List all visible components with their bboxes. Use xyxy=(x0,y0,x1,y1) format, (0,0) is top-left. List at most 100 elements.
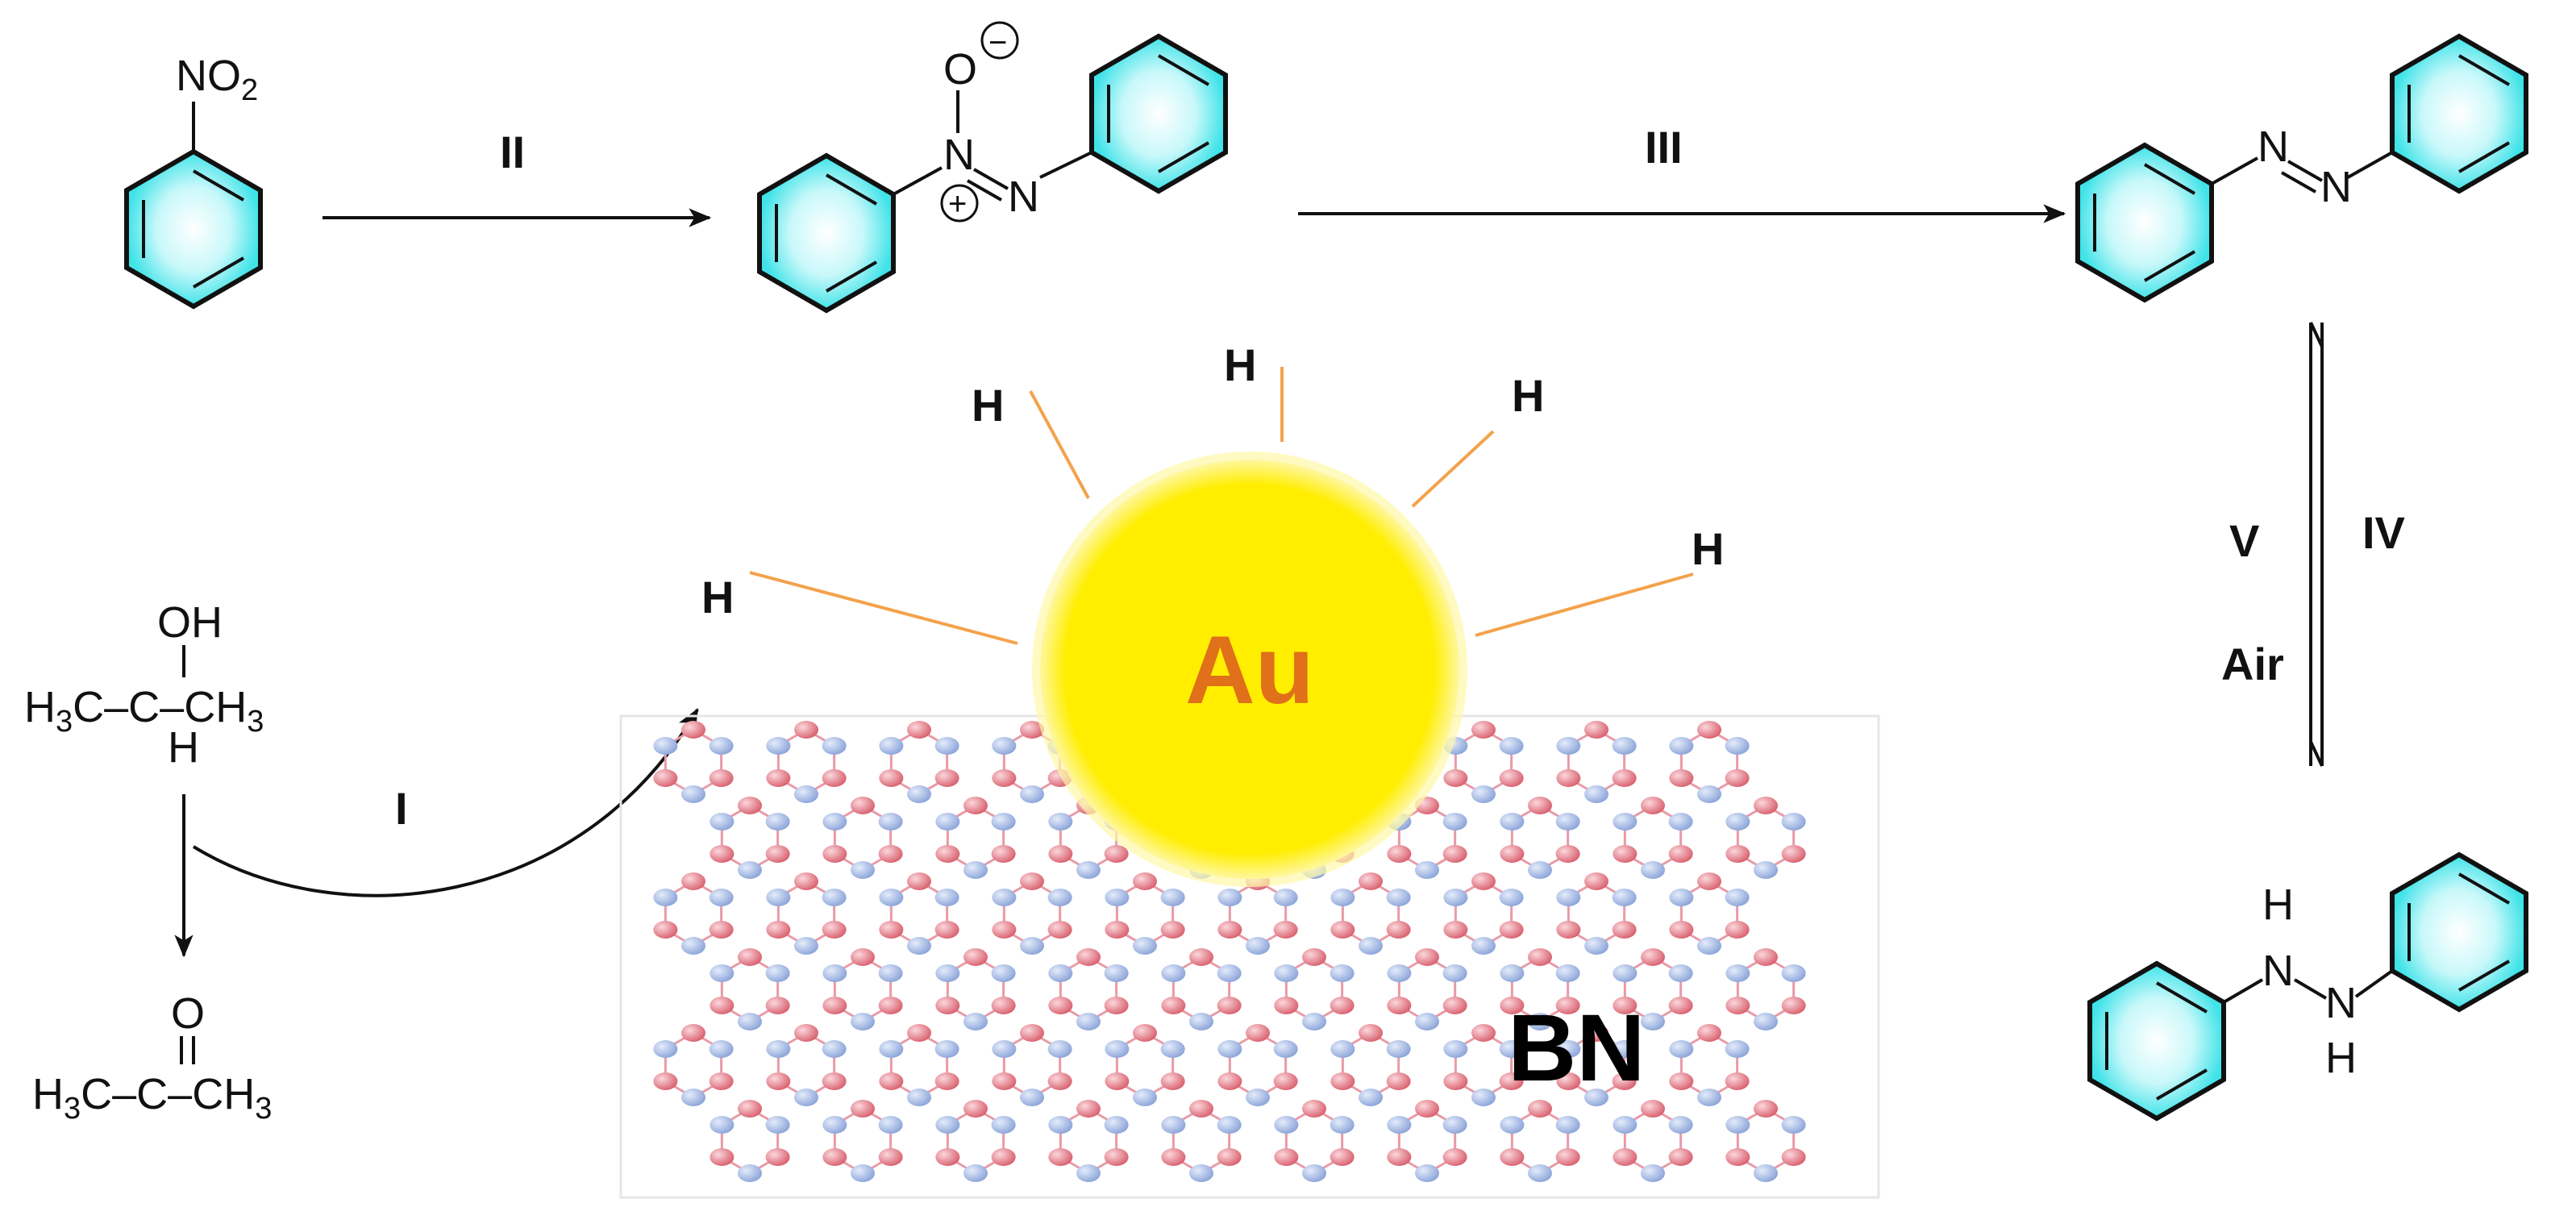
nitrogen-atom xyxy=(1781,1148,1806,1166)
boron-atom xyxy=(1499,889,1524,906)
nitrogen-atom xyxy=(822,1072,847,1090)
boron-atom xyxy=(1133,937,1157,955)
nitrogen-atom xyxy=(1105,921,1130,939)
nitrogen-atom xyxy=(1076,948,1101,966)
boron-atom xyxy=(1641,861,1665,879)
boron-atom xyxy=(1754,1013,1778,1030)
boron-atom xyxy=(794,785,818,803)
nitrogen-atom xyxy=(963,797,988,814)
n-n-double-bond-2 xyxy=(967,179,1002,202)
azoxybenzene-molecule: O − N N + xyxy=(757,21,1228,314)
nitrogen-atom xyxy=(1217,921,1242,939)
nitrogen-atom xyxy=(766,1072,791,1090)
double-bond xyxy=(2457,54,2511,86)
boron-atom xyxy=(1443,889,1468,906)
boron-atom xyxy=(934,889,959,906)
nitrogen-atom xyxy=(1161,997,1186,1014)
nitrogen-atom xyxy=(653,1072,678,1090)
step-i-label: I xyxy=(395,783,408,834)
nitrogen-atom xyxy=(1725,997,1750,1014)
hydrogen-rays xyxy=(749,367,1694,645)
boron-atom xyxy=(1047,889,1072,906)
boron-atom xyxy=(681,937,705,955)
nitrogen-atom xyxy=(1020,872,1044,890)
boron-atom xyxy=(1471,785,1496,803)
nitrogen-atom xyxy=(907,721,931,739)
nitrogen-atom xyxy=(1499,1072,1524,1090)
boron-atom xyxy=(1217,964,1242,982)
boron-atom xyxy=(1415,1164,1439,1182)
nitrogen-atom xyxy=(1274,997,1299,1014)
nitrogen-atom xyxy=(1725,1072,1750,1090)
boron-atom xyxy=(1161,1116,1186,1134)
nitrogen-atom xyxy=(1442,997,1467,1014)
nitrogen-atom xyxy=(907,1024,931,1042)
boron-atom xyxy=(822,813,847,831)
boron-atom xyxy=(1047,1040,1072,1058)
nitrogen-atom xyxy=(1612,769,1637,787)
benzene-ring-right xyxy=(2390,851,2528,1013)
nitrogen-atom xyxy=(1415,948,1439,966)
boron-atom xyxy=(1781,1116,1806,1134)
boron-atom xyxy=(710,813,735,831)
boron-atom xyxy=(1246,937,1270,955)
boron-atom xyxy=(991,813,1016,831)
nitrogen-atom xyxy=(709,921,734,939)
boron-atom xyxy=(851,861,875,879)
boron-atom xyxy=(1161,964,1186,982)
boron-atom xyxy=(794,937,818,955)
nitrogen-atom xyxy=(710,845,735,863)
double-bond xyxy=(2457,960,2511,992)
nitrogen-atom xyxy=(765,997,790,1014)
boron-atom xyxy=(1499,1040,1524,1058)
boron-atom xyxy=(738,861,762,879)
boron-atom xyxy=(907,1089,931,1106)
boron-atom xyxy=(1217,889,1242,906)
nitrogen-atom xyxy=(1499,769,1524,787)
nitrogen-atom xyxy=(1047,921,1072,939)
nitrogen-atom xyxy=(1443,921,1468,939)
nitrogen-atom xyxy=(1105,1072,1130,1090)
boron-atom xyxy=(1584,785,1608,803)
nitrogen-atom xyxy=(907,872,931,890)
boron-atom xyxy=(1105,1040,1130,1058)
nitrogen-atom xyxy=(1471,721,1496,739)
nitrogen-atom xyxy=(766,769,791,787)
nitrogen-atom xyxy=(653,769,678,787)
arrow-step-iv-head xyxy=(2309,741,2324,767)
h-ray-1 xyxy=(749,571,1018,645)
benzene-ring-right xyxy=(1089,33,1228,194)
boron-atom xyxy=(794,1089,818,1106)
boron-atom xyxy=(822,964,847,982)
nitrogen-label-1: N xyxy=(2262,947,2294,995)
nitrogen-atom xyxy=(681,721,705,739)
nitrogen-atom xyxy=(1471,872,1496,890)
nitrogen-atom xyxy=(1555,1148,1580,1166)
double-bond xyxy=(2457,872,2511,905)
boron-atom xyxy=(1584,1089,1608,1106)
boron-atom xyxy=(1613,813,1638,831)
metal-label: Au xyxy=(1185,616,1314,724)
boron-atom xyxy=(653,737,678,755)
nitrogen-atom xyxy=(1160,1072,1185,1090)
nitrogen-atom xyxy=(992,769,1017,787)
boron-atom xyxy=(1246,1089,1270,1106)
nitrogen-atom xyxy=(1499,921,1524,939)
n-n-double-bond-2 xyxy=(2281,171,2316,194)
boron-atom xyxy=(1471,937,1496,955)
nitrogen-atom xyxy=(1387,1148,1412,1166)
boron-atom xyxy=(1020,785,1044,803)
boron-atom xyxy=(1020,1089,1044,1106)
acetone-backbone: H3C–C–CH3 xyxy=(32,1070,272,1126)
boron-atom xyxy=(963,1013,988,1030)
boron-atom xyxy=(1668,1116,1693,1134)
nitrogen-atom xyxy=(879,921,904,939)
nitrogen-atom xyxy=(1584,872,1608,890)
nitrogen-atom xyxy=(1556,769,1581,787)
double-bond xyxy=(2155,981,2208,1014)
boron-atom xyxy=(1302,1164,1326,1182)
boron-atom xyxy=(1781,964,1806,982)
nitrogen-atom xyxy=(794,1024,818,1042)
nitrogen-atom xyxy=(1725,769,1750,787)
c-n-bond xyxy=(2222,978,2264,1004)
